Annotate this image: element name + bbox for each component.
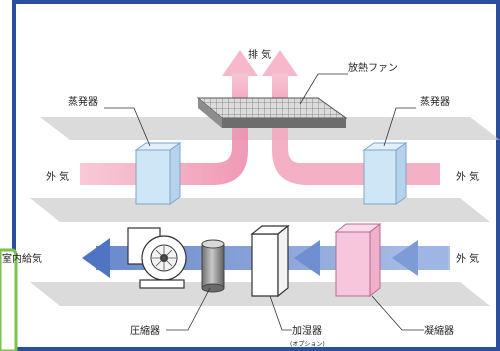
leader-lines xyxy=(104,73,424,331)
exhaust-arrow-right xyxy=(262,50,298,76)
fan-grille-icon xyxy=(222,118,346,128)
blue-arrow-left xyxy=(82,238,110,278)
label-humidifier-note: (オプション) xyxy=(290,341,325,348)
label-outside-air-left: 外 気 xyxy=(46,170,69,183)
label-evaporator-left: 蒸発器 xyxy=(68,95,98,108)
humidifier-box xyxy=(250,224,290,298)
blue-arrow-right xyxy=(392,240,418,276)
label-outside-air-lower: 外 気 xyxy=(456,252,479,265)
evaporator-left xyxy=(134,142,182,205)
label-condenser: 凝縮器 xyxy=(424,324,454,337)
label-outside-air-right: 外 気 xyxy=(456,170,479,183)
pink-airflow-left xyxy=(80,74,248,185)
condenser-box xyxy=(334,222,382,298)
exhaust-arrow-left xyxy=(222,50,258,76)
compressor-cylinder-icon xyxy=(201,239,225,293)
evaporator-right xyxy=(362,142,408,205)
label-compressor: 圧縮器 xyxy=(130,324,160,337)
plate-middle xyxy=(30,198,490,222)
blue-arrow-middle xyxy=(294,240,320,276)
green-accent xyxy=(0,248,18,351)
label-exhaust: 排 気 xyxy=(248,48,271,61)
blower-icon xyxy=(127,227,187,289)
label-supply-air: 室内給気 xyxy=(2,252,42,265)
label-evaporator-right: 蒸発器 xyxy=(420,95,450,108)
label-fan: 放熱ファン xyxy=(348,61,398,74)
pink-airflow-right xyxy=(272,74,440,185)
plate-top xyxy=(40,117,500,140)
label-humidifier: 加湿器 xyxy=(292,325,322,337)
